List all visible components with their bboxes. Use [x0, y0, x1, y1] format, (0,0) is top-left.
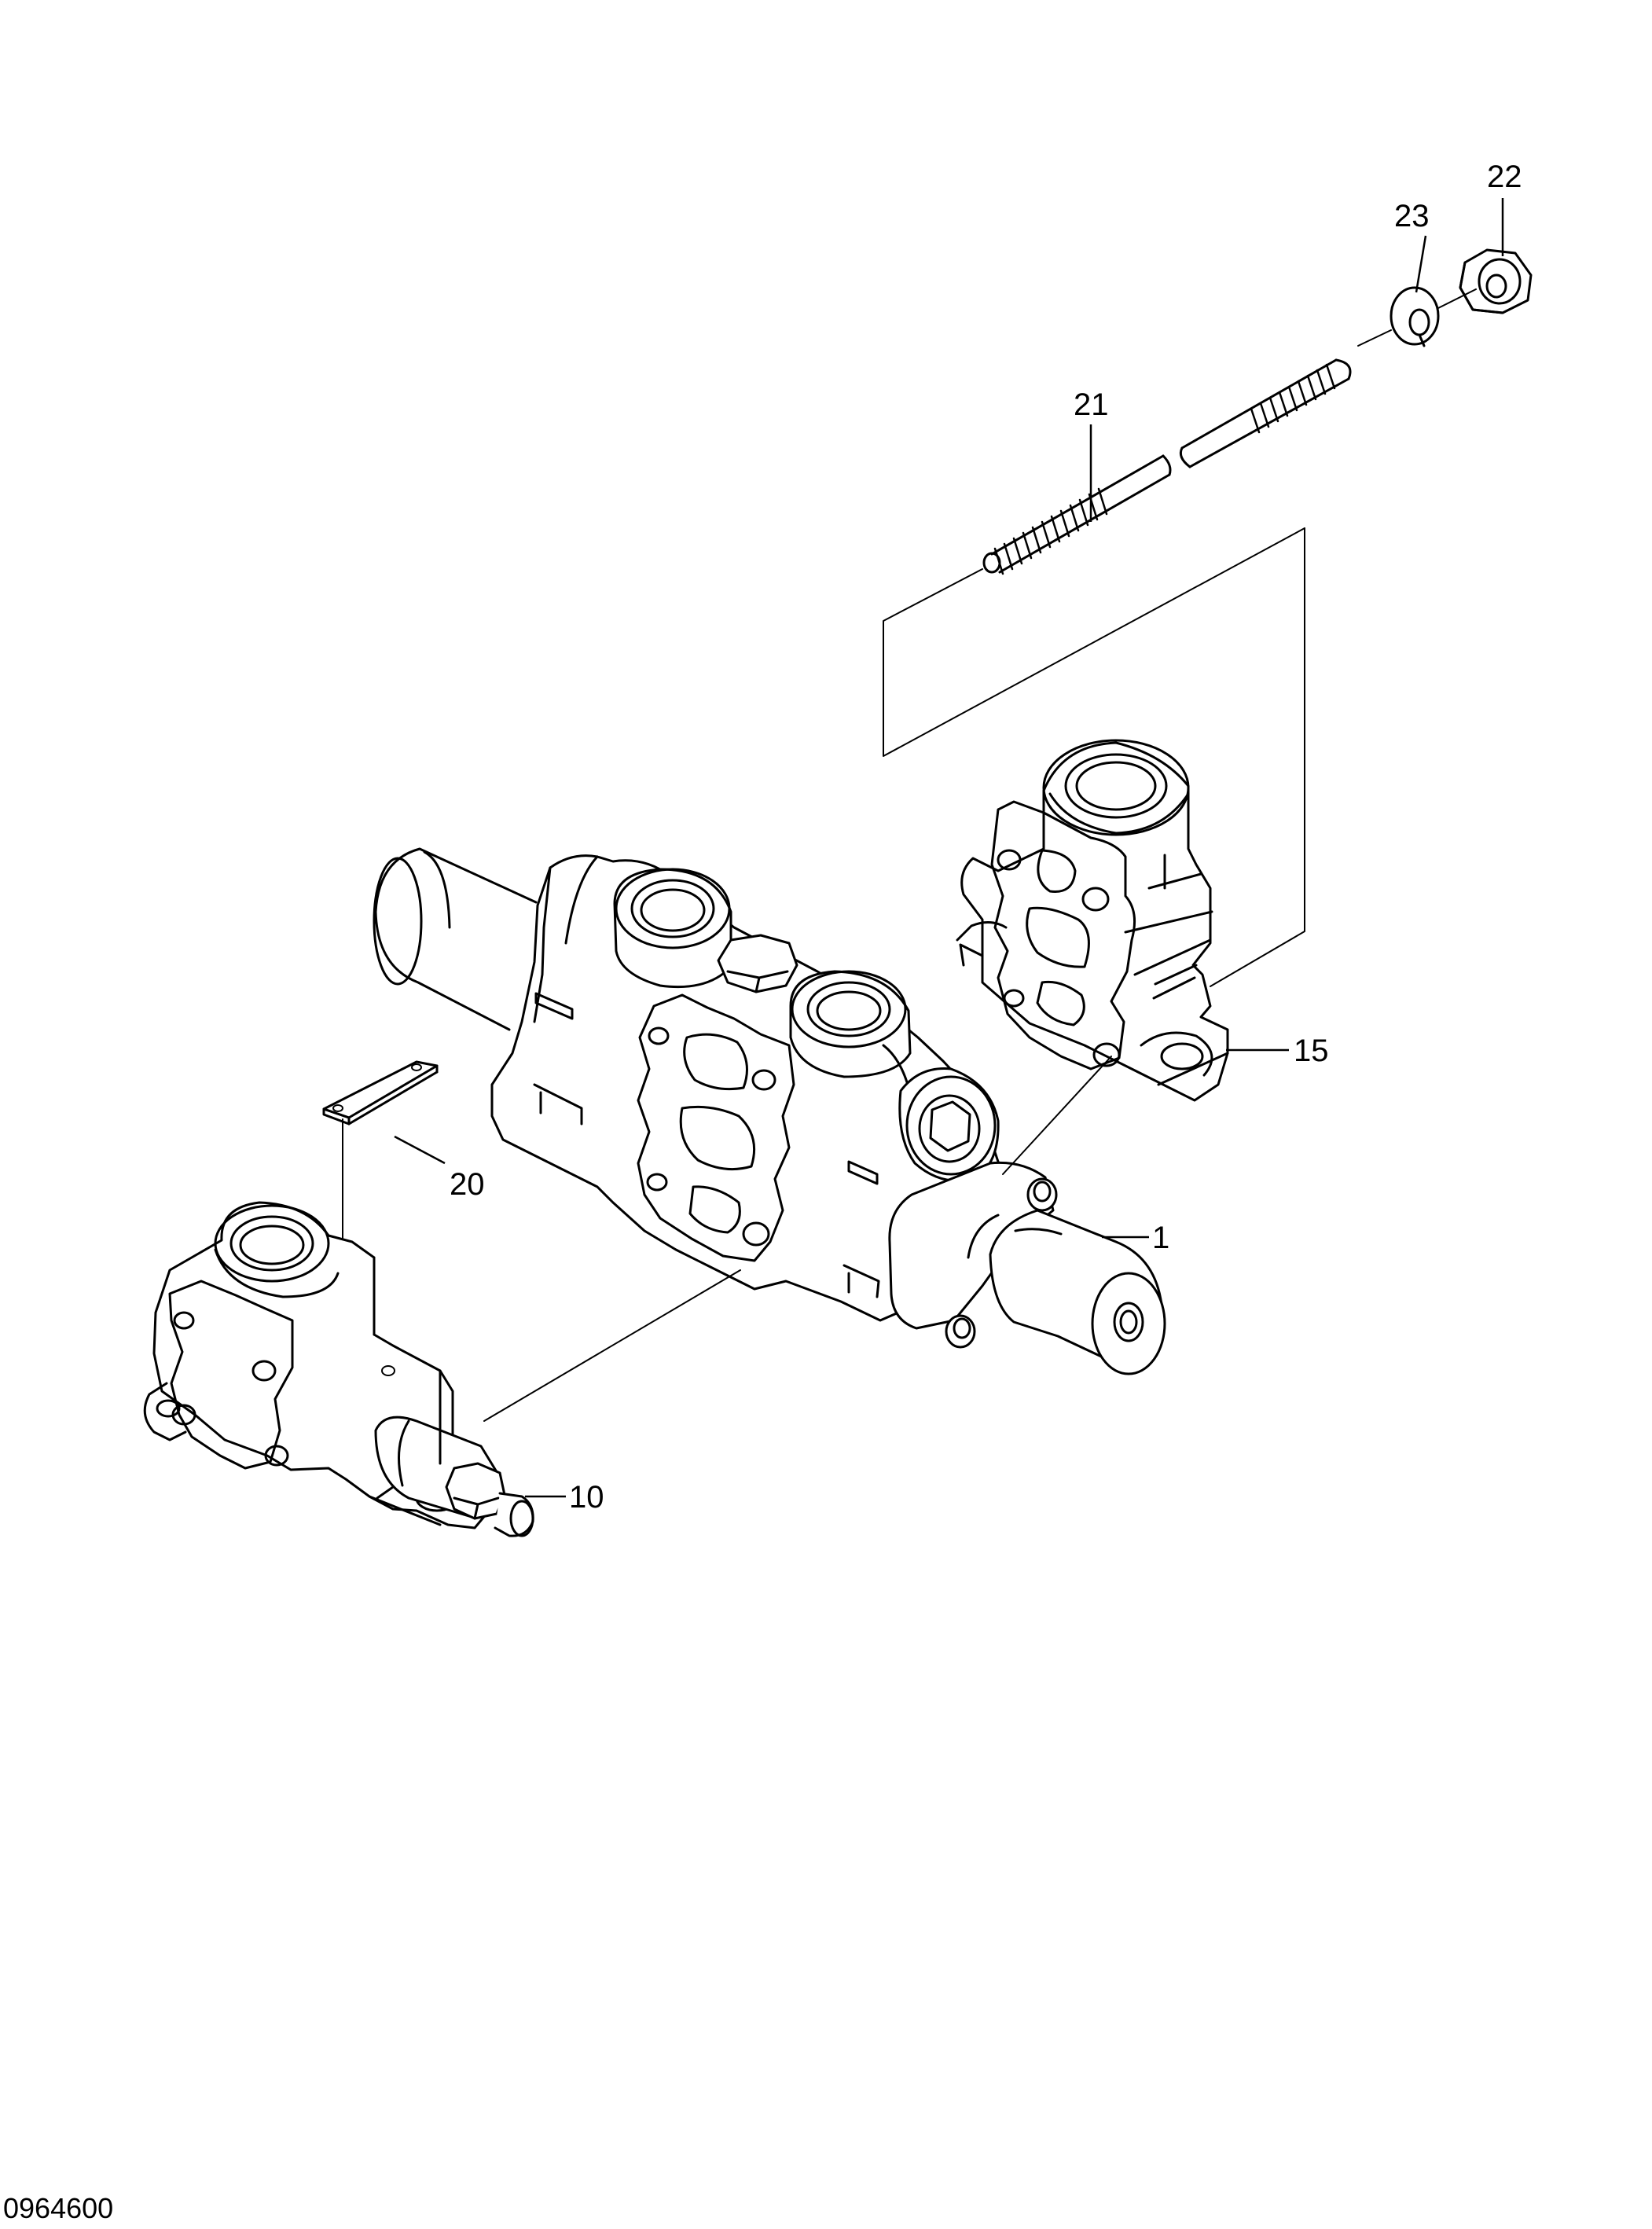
- assembly-bracket-lines: [883, 527, 1305, 987]
- tie-rod-thread-left: [993, 487, 1108, 575]
- drawing-number: 0964600: [3, 2192, 113, 2224]
- part-15-end-section[interactable]: [956, 739, 1229, 1102]
- tie-rod-thread-right: [1250, 363, 1336, 434]
- tie-rod-axis-line: [1357, 288, 1477, 347]
- callout-leaders: [394, 198, 1504, 1498]
- connector-line-1-15: [1002, 1056, 1112, 1175]
- callout-1[interactable]: 1: [1152, 1221, 1169, 1255]
- part-23-spring-washer[interactable]: [1390, 286, 1440, 347]
- part-21-tie-rod[interactable]: [982, 358, 1352, 575]
- part-22-hex-nut[interactable]: [1459, 248, 1533, 314]
- callout-20[interactable]: 20: [450, 1167, 485, 1202]
- callout-21[interactable]: 21: [1074, 387, 1109, 422]
- part-1-valve-section[interactable]: [373, 847, 1166, 1375]
- callout-15[interactable]: 15: [1294, 1034, 1329, 1068]
- callout-10[interactable]: 10: [569, 1480, 604, 1515]
- callout-23[interactable]: 23: [1394, 199, 1430, 233]
- callout-22[interactable]: 22: [1487, 160, 1522, 194]
- part-10-inlet-section[interactable]: [143, 1201, 534, 1537]
- callout-labels: 22 23 21 15 20 1 10: [450, 160, 1522, 1515]
- connector-line-10-1: [483, 1269, 741, 1422]
